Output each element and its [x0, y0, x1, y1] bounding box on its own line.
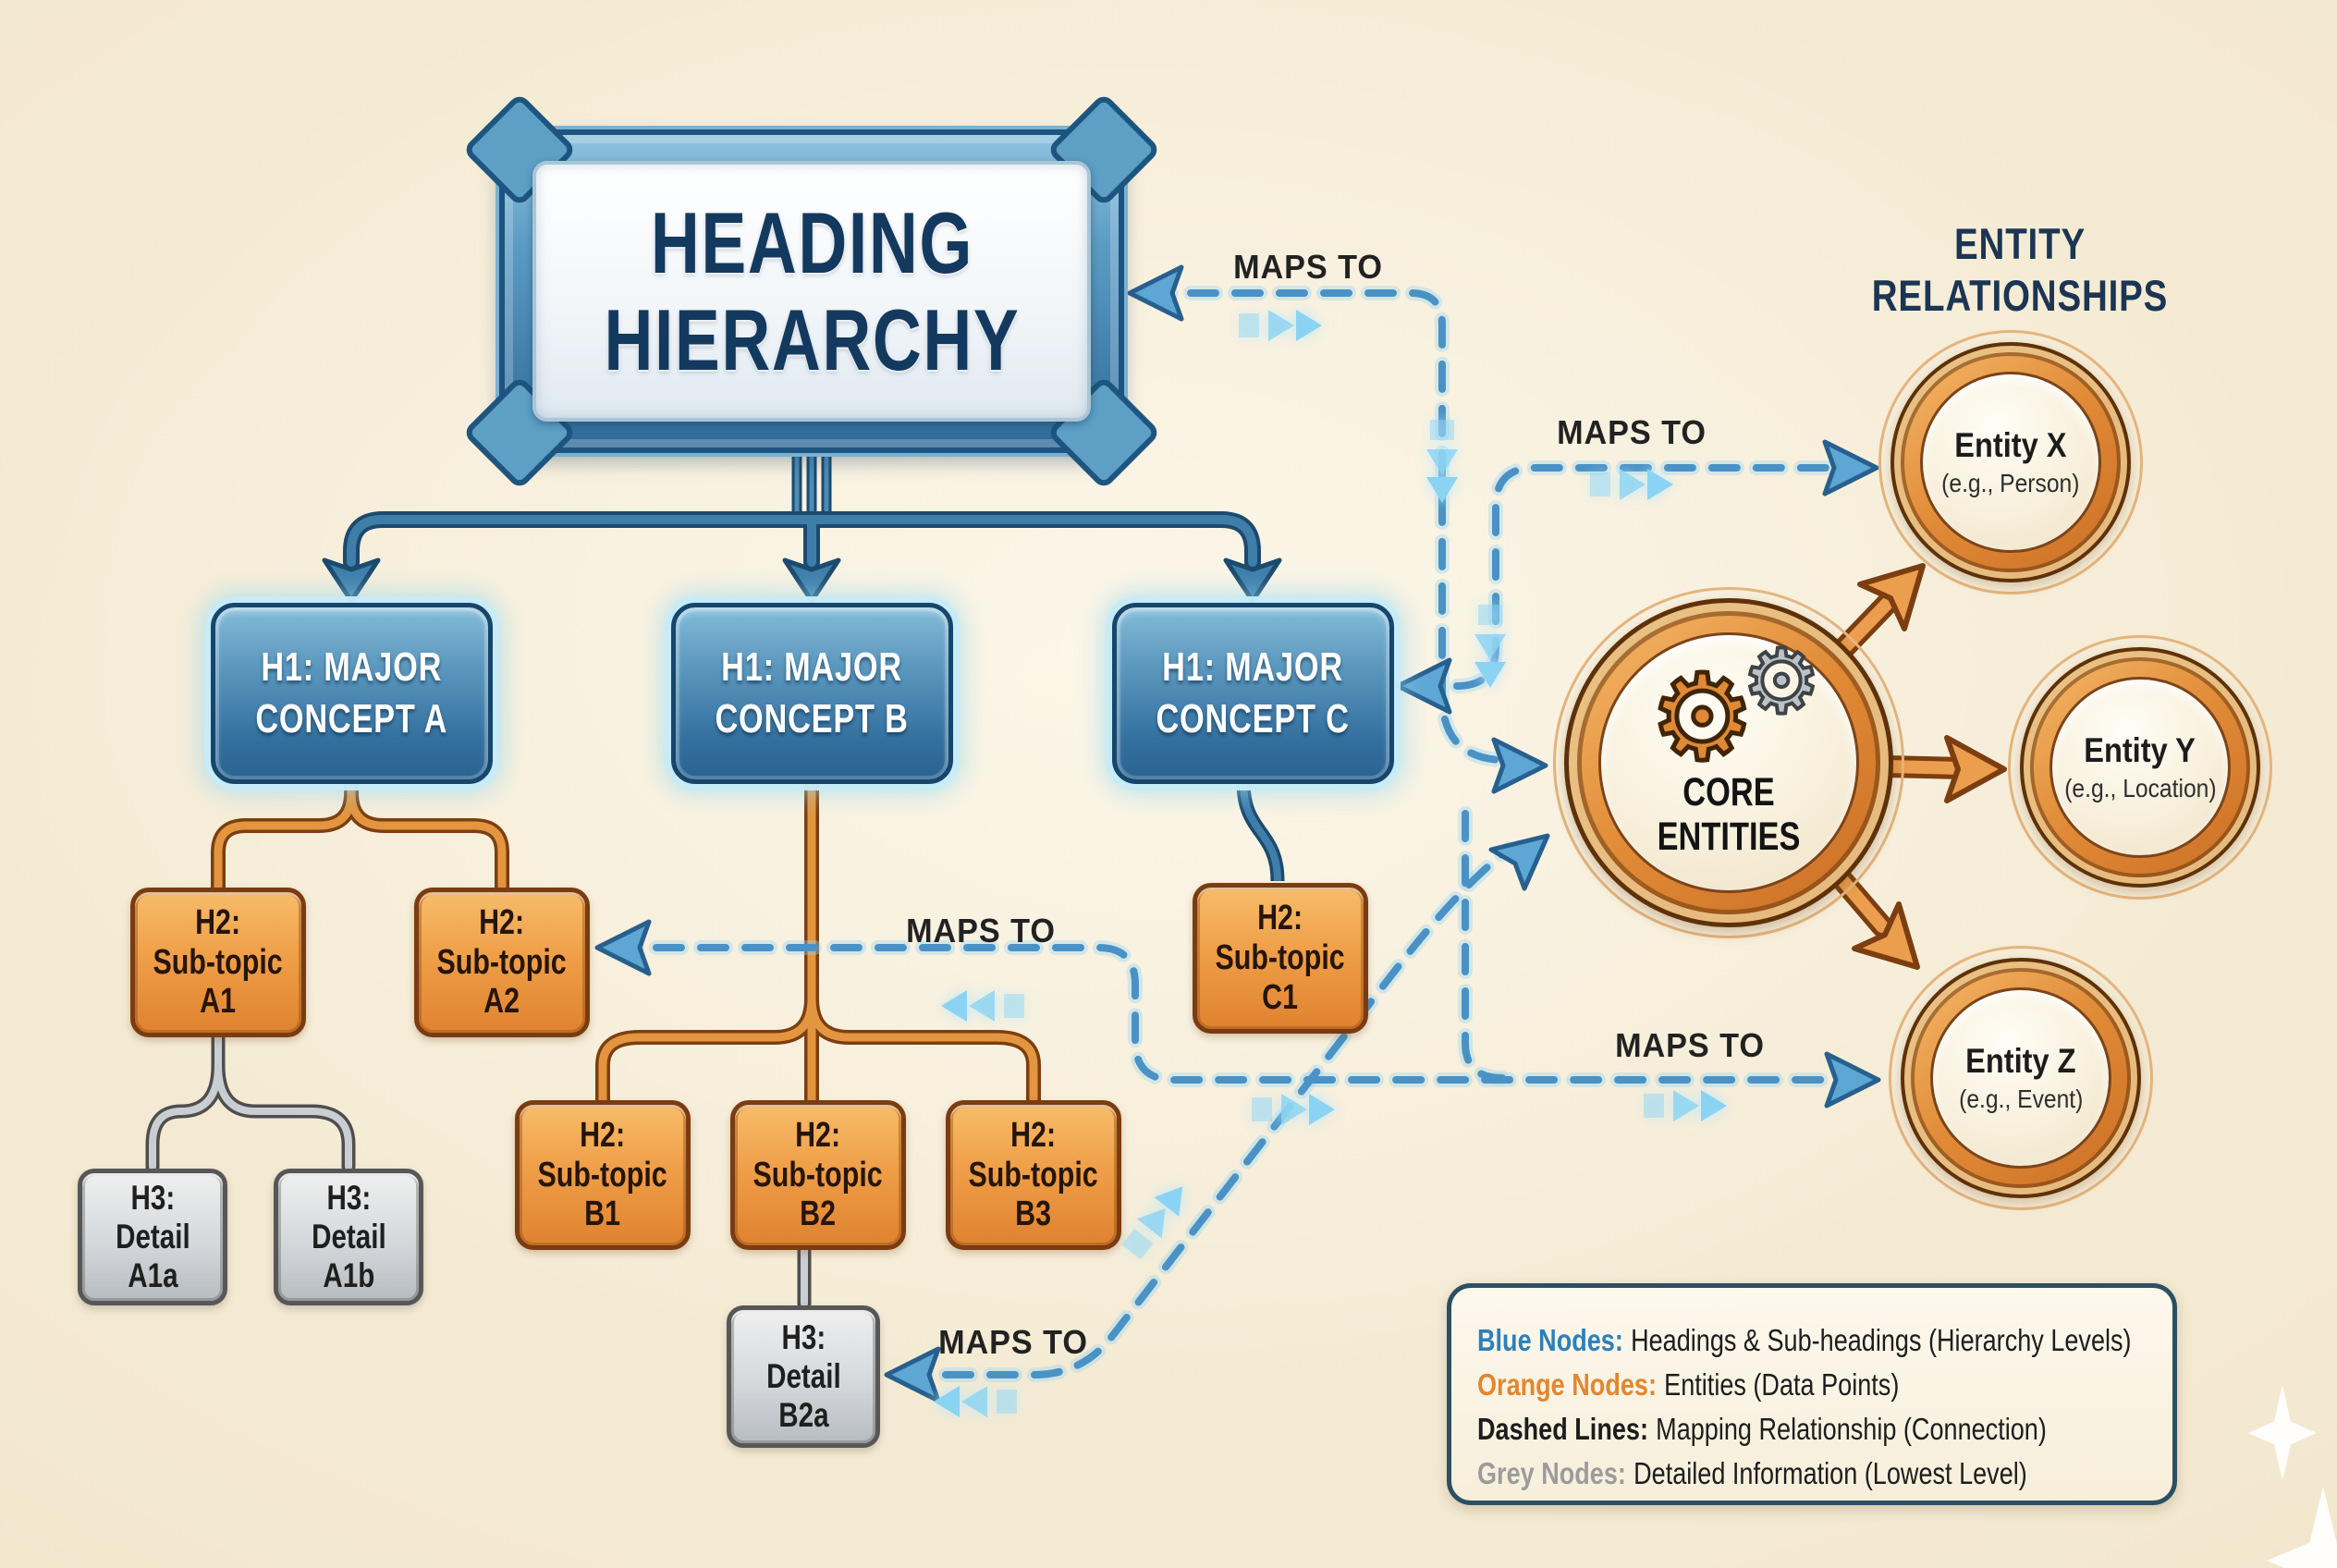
maps-to-label-entityx: MAPS TO	[1557, 413, 1707, 451]
node-h3-detail-b2a: H3: Detail B2a	[727, 1305, 880, 1448]
arrowhead-left-conceptc	[1395, 657, 1452, 715]
node-h2-subtopic-b1: H2: Sub-topic B1	[515, 1100, 691, 1250]
legend-row-grey: Grey Nodes:Detailed Information (Lowest …	[1477, 1456, 2027, 1491]
dashed-a2-entityz	[608, 944, 1830, 1084]
flow-chevron-icons	[934, 310, 1727, 1417]
entity-relationships-title: ENTITY RELATIONSHIPS	[1871, 219, 2169, 321]
h2-label: H2: Sub-topic A1	[153, 902, 284, 1022]
h2-label: H2: Sub-topic B2	[752, 1115, 884, 1234]
arrowhead-down-h1b	[782, 557, 841, 604]
h3-label: H3: Detail A1b	[311, 1179, 386, 1294]
h1-label: H1: MAJOR CONCEPT B	[715, 643, 910, 741]
node-h1-major-concept-b: H1: MAJOR CONCEPT B	[671, 603, 953, 784]
core-entities-label: CORE ENTITIES	[1657, 769, 1801, 859]
entity-x-name: Entity X	[1954, 426, 2067, 464]
node-h2-subtopic-b3: H2: Sub-topic B3	[946, 1100, 1121, 1250]
arrowhead-core-to-z	[1852, 901, 1920, 970]
arrowhead-down-h1a	[322, 557, 381, 604]
entity-z-example: (e.g., Event)	[1958, 1084, 2084, 1113]
legend-row-orange: Orange Nodes:Entities (Data Points)	[1477, 1367, 1899, 1403]
node-h2-subtopic-c1: H2: Sub-topic C1	[1193, 883, 1368, 1034]
h3-label: H3: Detail B2a	[765, 1318, 841, 1434]
entity-y-example: (e.g., Location)	[2063, 774, 2217, 802]
heading-title: HEADING HIERARCHY	[604, 193, 1020, 388]
arrowhead-left-heading	[1127, 264, 1184, 322]
maps-to-label-entityz: MAPS TO	[1615, 1026, 1765, 1064]
heading-panel: HEADING HIERARCHY	[532, 161, 1091, 422]
arrowhead-right-core-upper	[1491, 737, 1548, 794]
node-h1-major-concept-c: H1: MAJOR CONCEPT C	[1112, 603, 1394, 784]
core-inner: ⚙ ⚙ CORE ENTITIES	[1598, 632, 1859, 893]
legend-term-orange: Orange Nodes:	[1477, 1367, 1657, 1402]
arrowhead-right-entityz	[1824, 1051, 1881, 1109]
arrowhead-down-h1c	[1223, 557, 1282, 604]
gear-icon-orange: ⚙	[1647, 649, 1758, 787]
node-heading-hierarchy: HEADING HIERARCHY	[461, 92, 1162, 491]
legend-row-blue: Blue Nodes:Headings & Sub-headings (Hier…	[1477, 1323, 2132, 1358]
legend-desc-grey: Detailed Information (Lowest Level)	[1633, 1456, 2027, 1490]
node-h2-subtopic-a2: H2: Sub-topic A2	[414, 888, 590, 1037]
legend: Blue Nodes:Headings & Sub-headings (Hier…	[1447, 1283, 2177, 1505]
h1-label: H1: MAJOR CONCEPT A	[255, 643, 448, 741]
arrowhead-core-to-y	[1944, 735, 2007, 803]
maps-to-label-subtopic-a2: MAPS TO	[906, 912, 1056, 949]
h2-label: H2: Sub-topic B1	[537, 1115, 668, 1234]
node-entity-x: Entity X (e.g., Person)	[1878, 330, 2143, 594]
entity-z-name: Entity Z	[1965, 1042, 2076, 1080]
legend-term-dashed: Dashed Lines:	[1477, 1412, 1648, 1446]
node-core-entities: ⚙ ⚙ CORE ENTITIES	[1553, 587, 1904, 938]
node-h2-subtopic-a1: H2: Sub-topic A1	[130, 888, 306, 1037]
node-entity-z: Entity Z (e.g., Event)	[1889, 946, 2153, 1210]
h3-label: H3: Detail A1a	[115, 1179, 190, 1294]
arrowhead-core-to-x	[1857, 563, 1926, 631]
node-entity-y: Entity Y (e.g., Location)	[2008, 635, 2272, 900]
legend-desc-orange: Entities (Data Points)	[1664, 1367, 1900, 1402]
orange-tree-connectors	[211, 775, 1041, 1108]
h2-label: H2: Sub-topic B3	[968, 1115, 1099, 1234]
dashed-core-feeder	[1462, 810, 1506, 1082]
maps-to-label-detail-b2a: MAPS TO	[938, 1323, 1088, 1361]
entity-x-example: (e.g., Person)	[1941, 469, 2080, 497]
arrowhead-left-detail-b2a	[884, 1346, 941, 1403]
dashed-conceptc-entityx	[1409, 464, 1834, 690]
entity-y-name: Entity Y	[2084, 731, 2196, 769]
node-h1-major-concept-a: H1: MAJOR CONCEPT A	[211, 603, 493, 784]
legend-term-grey: Grey Nodes:	[1477, 1456, 1626, 1490]
gear-icon-grey: ⚙	[1740, 630, 1823, 733]
node-h2-subtopic-b2: H2: Sub-topic B2	[730, 1100, 906, 1250]
arrowhead-right-core-lower	[1488, 833, 1550, 891]
h1-label: H1: MAJOR CONCEPT C	[1156, 643, 1351, 741]
node-h3-detail-a1b: H3: Detail A1b	[274, 1169, 423, 1305]
grey-tree-connectors	[145, 1030, 812, 1311]
legend-row-dashed: Dashed Lines:Mapping Relationship (Conne…	[1477, 1412, 2047, 1447]
blue-tree-connectors	[322, 435, 1285, 882]
node-h3-detail-a1a: H3: Detail A1a	[78, 1169, 227, 1305]
dashed-b2a-core	[898, 845, 1512, 1378]
core-ring: ⚙ ⚙ CORE ENTITIES	[1564, 598, 1893, 927]
legend-desc-dashed: Mapping Relationship (Connection)	[1656, 1412, 2047, 1446]
legend-term-blue: Blue Nodes:	[1477, 1323, 1623, 1357]
maps-to-label-heading: MAPS TO	[1233, 248, 1383, 286]
h2-label: H2: Sub-topic C1	[1215, 899, 1346, 1017]
legend-desc-blue: Headings & Sub-headings (Hierarchy Level…	[1631, 1323, 2132, 1357]
arrowhead-right-entityx	[1822, 439, 1879, 496]
dashed-mapping-lines	[594, 264, 1881, 1403]
arrowhead-left-subtopic-a2	[594, 919, 652, 976]
h2-label: H2: Sub-topic A2	[436, 902, 568, 1022]
